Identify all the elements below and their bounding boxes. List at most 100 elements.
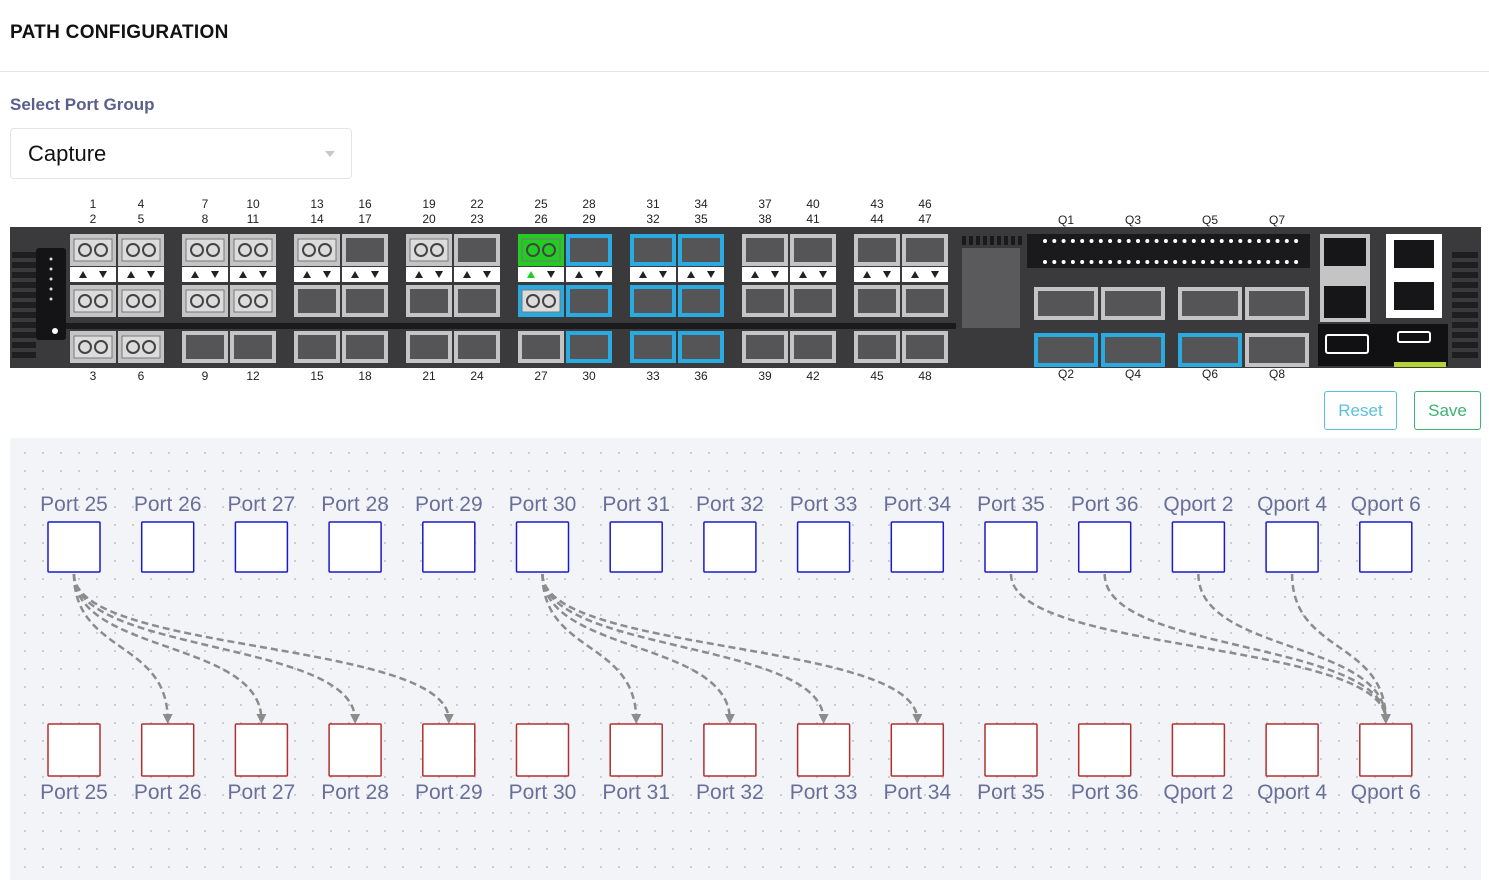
dest-port-node[interactable] xyxy=(328,723,382,777)
source-port-node[interactable] xyxy=(609,521,663,573)
mgmt-sfp-port[interactable] xyxy=(1324,238,1366,266)
sfp-port-4[interactable] xyxy=(118,234,164,266)
dest-port-node[interactable] xyxy=(140,723,195,777)
sfp-port-15[interactable] xyxy=(294,331,340,363)
source-port-node[interactable] xyxy=(422,521,476,573)
source-port-node[interactable] xyxy=(1171,521,1226,573)
source-port-node[interactable] xyxy=(1265,521,1319,573)
qsfp-port-top[interactable] xyxy=(1034,287,1098,320)
source-port-node[interactable] xyxy=(47,521,101,573)
dest-port-node[interactable] xyxy=(1171,723,1226,777)
sfp-port-38[interactable] xyxy=(742,285,788,317)
sfp-port-24[interactable] xyxy=(454,331,500,363)
sfp-port-41[interactable] xyxy=(790,285,836,317)
path-connector[interactable] xyxy=(72,573,454,724)
usb-port-icon[interactable] xyxy=(1325,334,1369,354)
dest-port-node[interactable] xyxy=(984,723,1038,777)
qsfp-port-top[interactable] xyxy=(1101,287,1165,320)
sfp-port-3[interactable] xyxy=(70,331,116,363)
sfp-port-40[interactable] xyxy=(790,234,836,266)
source-port-node[interactable] xyxy=(515,521,570,573)
sfp-port-8[interactable] xyxy=(182,285,228,317)
sfp-port-5[interactable] xyxy=(118,285,164,317)
sfp-port-46[interactable] xyxy=(902,234,948,266)
qsfp-port-bottom[interactable] xyxy=(1178,333,1242,367)
dest-port-node[interactable] xyxy=(515,723,570,777)
sfp-port-2[interactable] xyxy=(70,285,116,317)
sfp-port-21[interactable] xyxy=(406,331,452,363)
sfp-port-48[interactable] xyxy=(902,331,948,363)
sfp-port-22[interactable] xyxy=(454,234,500,266)
sfp-port-20[interactable] xyxy=(406,285,452,317)
sfp-port-44[interactable] xyxy=(854,285,900,317)
source-port-node[interactable] xyxy=(328,521,382,573)
sfp-port-18[interactable] xyxy=(342,331,388,363)
dest-port-node[interactable] xyxy=(703,723,757,777)
path-connector[interactable] xyxy=(541,573,735,724)
sfp-port-26[interactable] xyxy=(518,285,564,317)
path-connector[interactable] xyxy=(1103,573,1391,724)
sfp-port-17[interactable] xyxy=(342,285,388,317)
sfp-port-33[interactable] xyxy=(630,331,676,363)
dest-port-node[interactable] xyxy=(609,723,663,777)
save-button[interactable]: Save xyxy=(1414,391,1481,430)
path-connector[interactable] xyxy=(541,573,829,724)
source-port-node[interactable] xyxy=(140,521,195,573)
mgmt-sfp-port[interactable] xyxy=(1324,286,1366,318)
qsfp-port-top[interactable] xyxy=(1178,287,1242,320)
sfp-port-11[interactable] xyxy=(230,285,276,317)
dest-port-node[interactable] xyxy=(422,723,476,777)
source-port-node[interactable] xyxy=(984,521,1038,573)
dest-port-node[interactable] xyxy=(1359,723,1413,777)
path-connector[interactable] xyxy=(1197,573,1391,724)
sfp-port-35[interactable] xyxy=(678,285,724,317)
source-port-node[interactable] xyxy=(1359,521,1413,573)
source-port-node[interactable] xyxy=(796,521,851,573)
source-port-node[interactable] xyxy=(234,521,289,573)
source-port-node[interactable] xyxy=(703,521,757,573)
rj45-port[interactable] xyxy=(1394,282,1434,310)
qsfp-port-bottom[interactable] xyxy=(1101,333,1165,367)
sfp-port-16[interactable] xyxy=(342,234,388,266)
path-connector[interactable] xyxy=(541,573,923,724)
path-connector[interactable] xyxy=(72,573,267,724)
source-port-node[interactable] xyxy=(1077,521,1132,573)
sfp-port-14[interactable] xyxy=(294,285,340,317)
path-connector[interactable] xyxy=(541,573,642,724)
dest-port-node[interactable] xyxy=(1265,723,1319,777)
dest-port-node[interactable] xyxy=(1077,723,1132,777)
sfp-port-19[interactable] xyxy=(406,234,452,266)
dest-port-node[interactable] xyxy=(234,723,289,777)
path-connector[interactable] xyxy=(1290,573,1391,724)
path-connector[interactable] xyxy=(1009,573,1391,724)
port-group-select[interactable]: Capture xyxy=(10,128,352,179)
sfp-port-9[interactable] xyxy=(182,331,228,363)
sfp-port-29[interactable] xyxy=(566,285,612,317)
sfp-port-43[interactable] xyxy=(854,234,900,266)
sfp-port-30[interactable] xyxy=(566,331,612,363)
sfp-port-37[interactable] xyxy=(742,234,788,266)
sfp-port-13[interactable] xyxy=(294,234,340,266)
path-connector[interactable] xyxy=(72,573,173,724)
dest-port-node[interactable] xyxy=(47,723,101,777)
dest-port-node[interactable] xyxy=(890,723,945,777)
sfp-port-45[interactable] xyxy=(854,331,900,363)
sfp-port-42[interactable] xyxy=(790,331,836,363)
path-connector[interactable] xyxy=(72,573,361,724)
sfp-port-1[interactable] xyxy=(70,234,116,266)
console-port-icon[interactable] xyxy=(1397,331,1431,343)
sfp-port-23[interactable] xyxy=(454,285,500,317)
source-port-node[interactable] xyxy=(890,521,945,573)
sfp-port-7[interactable] xyxy=(182,234,228,266)
qsfp-port-bottom[interactable] xyxy=(1034,333,1098,367)
reset-button[interactable]: Reset xyxy=(1324,391,1397,430)
sfp-port-47[interactable] xyxy=(902,285,948,317)
sfp-port-32[interactable] xyxy=(630,285,676,317)
sfp-port-6[interactable] xyxy=(118,331,164,363)
sfp-port-31[interactable] xyxy=(630,234,676,266)
rj45-port[interactable] xyxy=(1394,240,1434,268)
sfp-port-10[interactable] xyxy=(230,234,276,266)
sfp-port-36[interactable] xyxy=(678,331,724,363)
dest-port-node[interactable] xyxy=(796,723,851,777)
sfp-port-27[interactable] xyxy=(518,331,564,363)
